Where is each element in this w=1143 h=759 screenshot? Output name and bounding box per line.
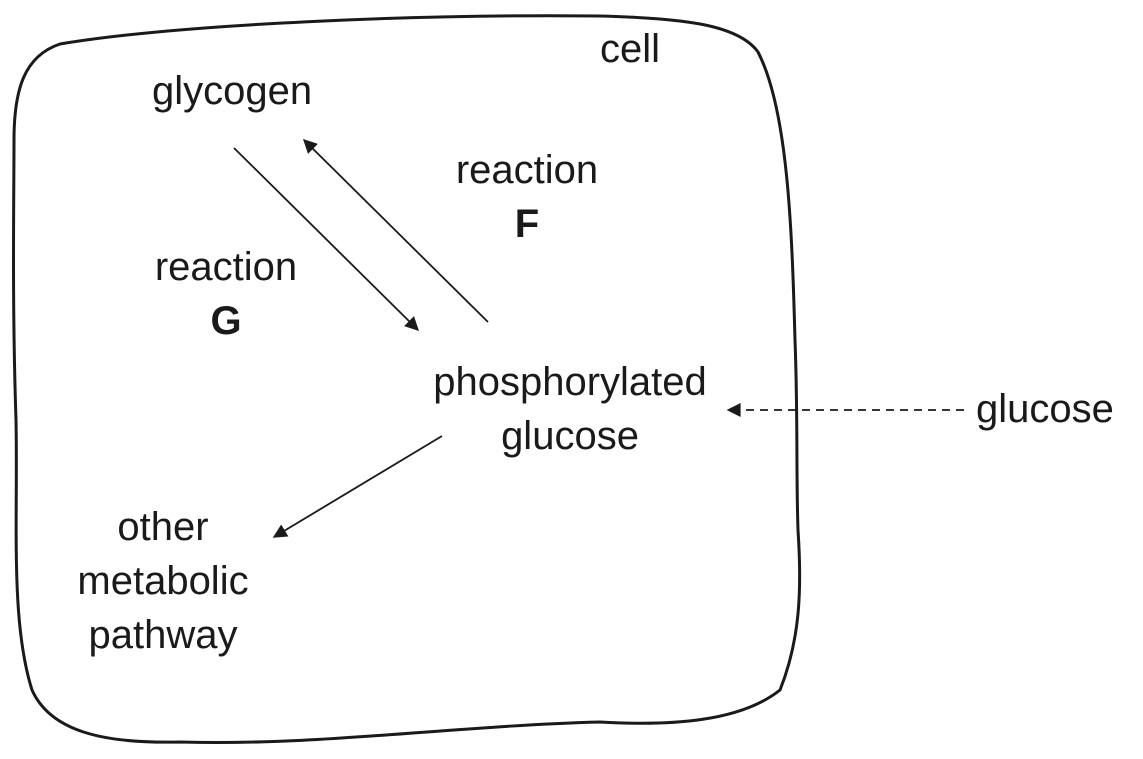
phosphorylated-glucose-label: phosphorylated glucose [410, 355, 730, 463]
cell-boundary [12, 14, 802, 745]
external-glucose-label: glucose [976, 387, 1114, 431]
reaction-f-word: reaction [455, 148, 599, 192]
other-metabolic-pathway-label: other metabolic pathway [60, 500, 266, 662]
reaction-g-letter: G [210, 299, 242, 343]
reaction-f-label: reaction F [446, 143, 608, 251]
phosphorylated-line-1: phosphorylated [433, 360, 707, 404]
glycogen-label: glycogen [152, 69, 313, 113]
pathway-arrow [272, 435, 443, 538]
other-line-2: metabolic [77, 559, 249, 603]
reaction-g-word: reaction [154, 245, 298, 289]
other-line-1: other [117, 505, 209, 549]
reaction-g-arrow [233, 147, 419, 331]
other-line-3: pathway [88, 613, 238, 657]
phosphorylated-line-2: glucose [501, 414, 639, 458]
reaction-f-letter: F [514, 202, 540, 246]
reaction-g-label: reaction G [145, 240, 307, 348]
reaction-f-arrow [303, 139, 489, 323]
cell-label: cell [600, 27, 661, 71]
